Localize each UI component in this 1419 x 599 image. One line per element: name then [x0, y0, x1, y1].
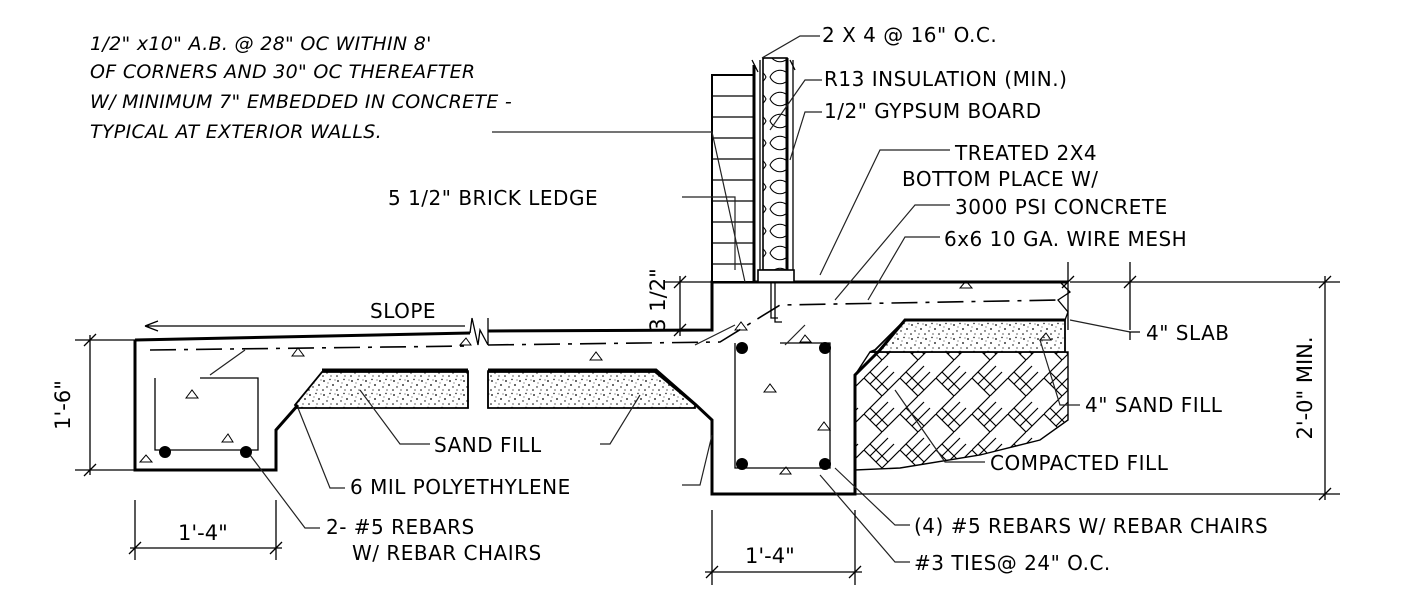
anchor-bolt-note-3: W/ MINIMUM 7" EMBEDDED IN CONCRETE -: [90, 91, 512, 113]
concrete-outline: [133, 280, 1072, 496]
sand-fill-right-label: 4" SAND FILL: [1085, 393, 1223, 417]
anchor-bolt-note-4: TYPICAL AT EXTERIOR WALLS.: [90, 121, 382, 143]
rebar-cages: [154, 342, 831, 470]
right-height-dim: 2'-0" MIN.: [1293, 336, 1317, 439]
rebars-left-label-2: W/ REBAR CHAIRS: [352, 541, 542, 565]
brick-ledge-label: 5 1/2" BRICK LEDGE: [388, 186, 598, 210]
treated-label-1: TREATED 2X4: [954, 141, 1097, 165]
gypsum-label: 1/2" GYPSUM BOARD: [824, 99, 1042, 123]
wall-assembly: [711, 57, 796, 323]
left-width-dim: 1'-4": [178, 521, 228, 545]
anchor-bolt-note-2: OF CORNERS AND 30" OC THEREAFTER: [90, 61, 475, 83]
wire-mesh-label: 6x6 10 GA. WIRE MESH: [944, 227, 1187, 251]
rebars-right-label: (4) #5 REBARS W/ REBAR CHAIRS: [914, 514, 1268, 538]
dimension-lines: [75, 262, 1340, 585]
concrete-aggregate: [138, 280, 1052, 475]
text-labels: 1/2" x10" A.B. @ 28" OC WITHIN 8' OF COR…: [51, 23, 1317, 575]
treated-label-2: BOTTOM PLACE W/: [902, 167, 1099, 191]
ties-label: #3 TIES@ 24" O.C.: [914, 551, 1111, 575]
leader-lines: [209, 35, 1131, 563]
rebars-left-label-1: 2- #5 REBARS: [326, 515, 475, 539]
slope-label: SLOPE: [370, 299, 436, 323]
wire-mesh-line: [149, 299, 1061, 351]
insulation-label: R13 INSULATION (MIN.): [824, 67, 1067, 91]
center-width-dim: 1'-4": [745, 544, 795, 568]
concrete-label: 3000 PSI CONCRETE: [955, 195, 1168, 219]
anchor-bolt-note-1: 1/2" x10" A.B. @ 28" OC WITHIN 8': [90, 33, 432, 55]
left-height-dim: 1'-6": [51, 380, 75, 430]
compacted-fill-label: COMPACTED FILL: [990, 451, 1169, 475]
slab-label: 4" SLAB: [1146, 321, 1229, 345]
polyethylene-label: 6 MIL POLYETHYLENE: [350, 475, 571, 499]
sand-fill-regions: [293, 319, 1066, 409]
studs-label: 2 X 4 @ 16" O.C.: [822, 23, 997, 47]
sand-fill-label: SAND FILL: [434, 433, 542, 457]
ledge-drop-dim: 3 1/2": [646, 268, 670, 332]
